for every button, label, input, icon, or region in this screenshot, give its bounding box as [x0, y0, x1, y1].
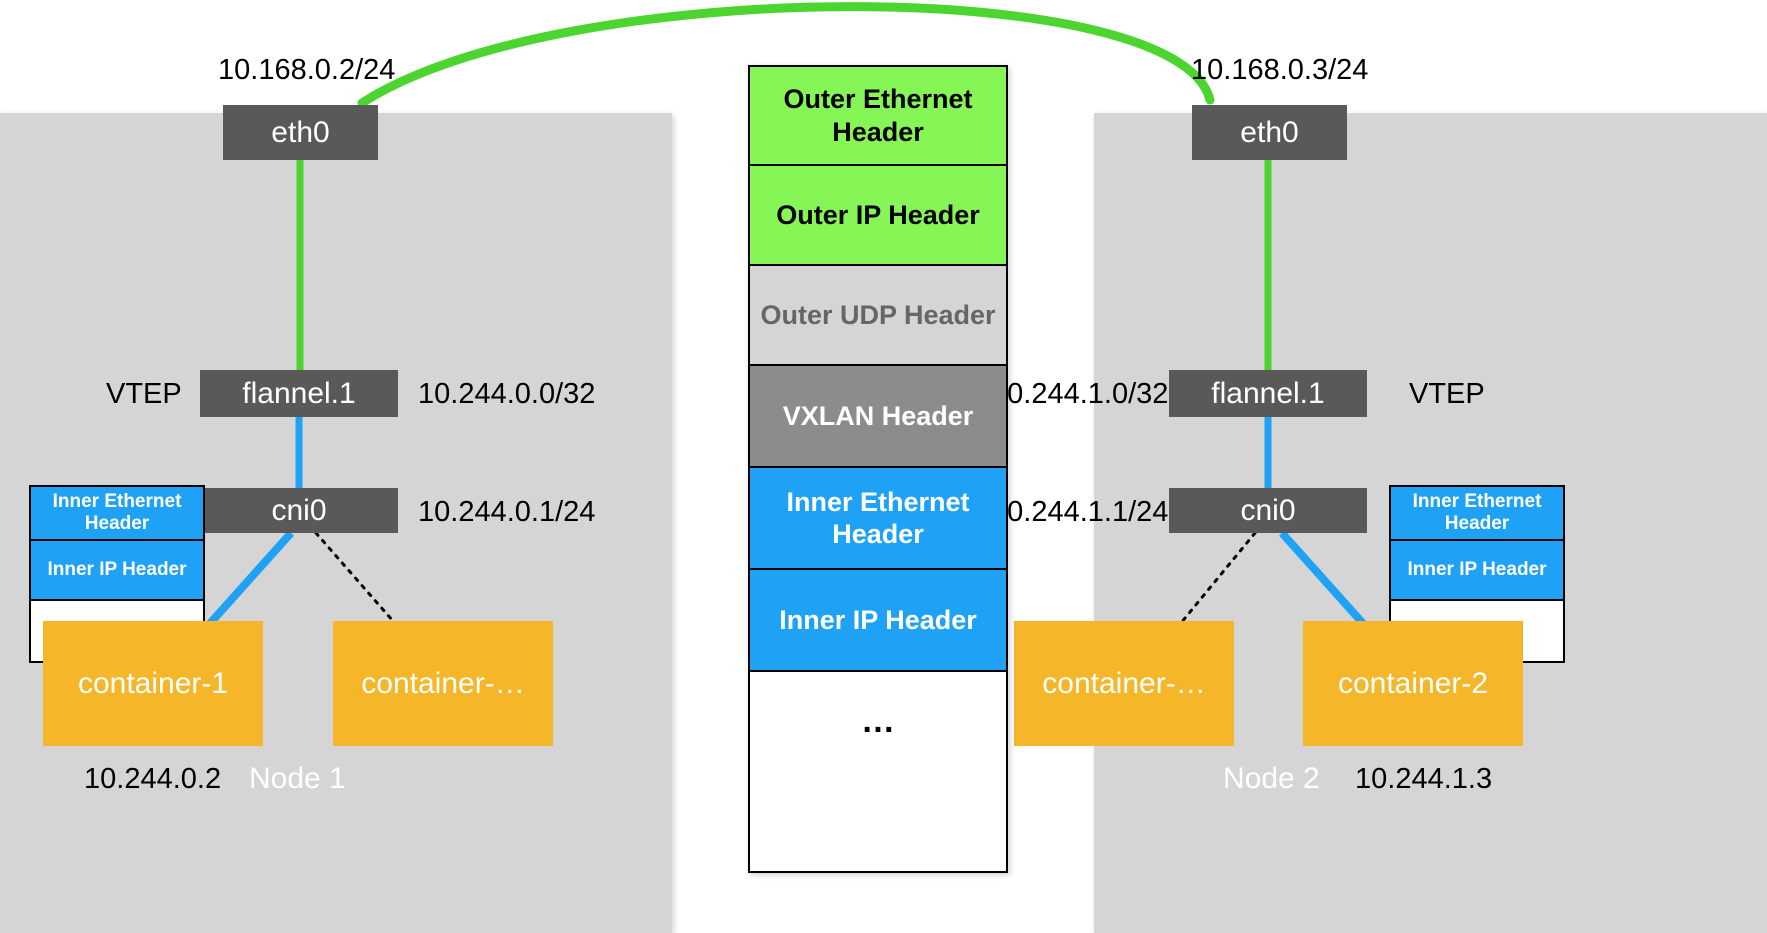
interface-eth0-left[interactable]: eth0	[223, 105, 378, 160]
container-box-container-1[interactable]: container-1	[43, 621, 263, 746]
interface-eth0-right[interactable]: eth0	[1192, 105, 1347, 160]
flannel-ip-label-left: 10.244.0.0/32	[418, 378, 596, 410]
node-title-2: Node 2	[1223, 762, 1320, 795]
cni0-ip-label-right: 10.244.1.1/24	[991, 496, 1169, 528]
packet-layer-inner-ip-header: Inner IP Header	[750, 570, 1006, 672]
eth0-ip-label-right: 10.168.0.3/24	[1191, 54, 1369, 86]
packet-layer-inner-ethernet-header: Inner Ethernet Header	[750, 468, 1006, 570]
packet-layer-outer-ethernet-header: Outer Ethernet Header	[750, 67, 1006, 166]
eth0-ip-label-left: 10.168.0.2/24	[218, 54, 396, 86]
mini-packet-segment-inner-ip-right: Inner IP Header	[1391, 541, 1563, 601]
interface-flannel-right[interactable]: flannel.1	[1169, 370, 1367, 417]
mini-packet-segment-inner-ethernet-left: Inner Ethernet Header	[31, 487, 203, 541]
cni0-ip-label-left: 10.244.0.1/24	[418, 496, 596, 528]
mini-packet-segment-inner-ip-left: Inner IP Header	[31, 541, 203, 601]
packet-layer-outer-udp-header: Outer UDP Header	[750, 266, 1006, 366]
container-box-container-other-left[interactable]: container-…	[333, 621, 553, 746]
flannel-ip-label-right: 10.244.1.0/32	[991, 378, 1169, 410]
vtep-label-right: VTEP	[1409, 378, 1485, 410]
container-2-ip-label: 10.244.1.3	[1355, 763, 1493, 795]
packet-layer-vxlan-header: VXLAN Header	[750, 366, 1006, 468]
container-1-ip-label: 10.244.0.2	[84, 763, 222, 795]
interface-cni0-right[interactable]: cni0	[1169, 488, 1367, 533]
container-box-container-2[interactable]: container-2	[1303, 621, 1523, 746]
packet-layer-: …	[750, 672, 1006, 771]
container-box-container-other-right[interactable]: container-…	[1014, 621, 1234, 746]
mini-packet-right: Inner Ethernet Header Inner IP Header …	[1389, 485, 1565, 663]
node-title-1: Node 1	[249, 762, 346, 795]
vtep-label-left: VTEP	[106, 378, 182, 410]
interface-cni0-left[interactable]: cni0	[200, 488, 398, 533]
mini-packet-segment-inner-ethernet-right: Inner Ethernet Header	[1391, 487, 1563, 541]
packet-layer-outer-ip-header: Outer IP Header	[750, 166, 1006, 266]
interface-flannel-left[interactable]: flannel.1	[200, 370, 398, 417]
